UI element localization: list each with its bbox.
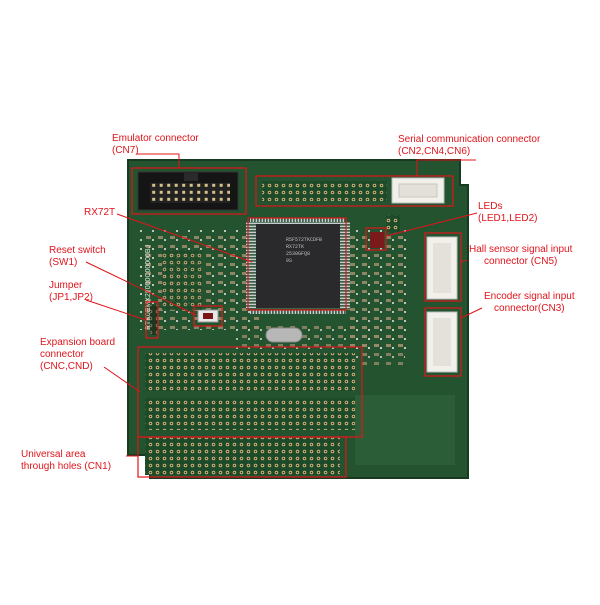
expansion-connectors: [145, 353, 355, 475]
svg-text:RTK0EMX27000C00000BJ: RTK0EMX27000C00000BJ: [145, 245, 152, 330]
label-text: Jumper: [49, 280, 83, 291]
label-text: through holes (CN1): [21, 461, 112, 472]
label-text: Encoder signal input: [484, 291, 575, 302]
emulator-header: [137, 171, 239, 211]
label-text: (CNC,CND): [40, 361, 93, 372]
label-expansion: Expansion board connector (CNC,CND): [40, 337, 115, 373]
chip-marking-3: 2530GFQ8: [286, 251, 310, 257]
label-text: Expansion board: [40, 337, 116, 348]
label-emulator-connector: Emulator connector (CN7): [112, 133, 199, 157]
label-text: (CN7): [112, 145, 139, 156]
label-hall-sensor: Hall sensor signal input connector (CN5): [469, 244, 572, 268]
label-text: connector(CN3): [494, 303, 565, 314]
serial-connectors: [262, 177, 445, 204]
small-components: [150, 250, 303, 343]
label-text: Reset switch: [49, 245, 106, 256]
label-text: (CN2,CN4,CN6): [398, 146, 471, 157]
label-reset-switch: Reset switch (SW1): [49, 245, 106, 269]
chip-marking-1: R5F572TKCDFB: [286, 237, 322, 243]
label-serial-connector: Serial communication connector (CN2,CN4,…: [398, 134, 540, 158]
label-text: Universal area: [21, 449, 86, 460]
label-text: connector (CN5): [484, 256, 558, 267]
label-text: LEDs: [478, 201, 503, 212]
right-connectors: [370, 215, 458, 373]
label-text: (JP1,JP2): [49, 292, 93, 303]
label-text: Serial communication connector: [398, 134, 541, 145]
chip-marking-4: 9S: [286, 258, 292, 264]
label-leds: LEDs (LED1,LED2): [478, 201, 537, 225]
rx72t-chip: R5F572TKCDFB RX72TK 2530GFQ8 9S: [246, 218, 350, 314]
label-universal-area: Universal area through holes (CN1): [21, 449, 111, 473]
leader-lines: [85, 153, 483, 457]
label-text: Emulator connector: [112, 133, 199, 144]
annotation-boxes: [131, 167, 462, 478]
label-text: connector: [40, 349, 84, 360]
label-encoder: Encoder signal input connector(CN3): [484, 291, 575, 315]
label-text: (LED1,LED2): [478, 213, 538, 224]
label-text: RX72T: [84, 207, 116, 218]
label-rx72t: RX72T: [84, 207, 115, 219]
chip-marking-2: RX72TK: [286, 244, 304, 250]
label-jumper: Jumper (JP1,JP2): [49, 280, 93, 304]
label-text: Hall sensor signal input: [469, 244, 573, 255]
label-text: (SW1): [49, 257, 78, 268]
